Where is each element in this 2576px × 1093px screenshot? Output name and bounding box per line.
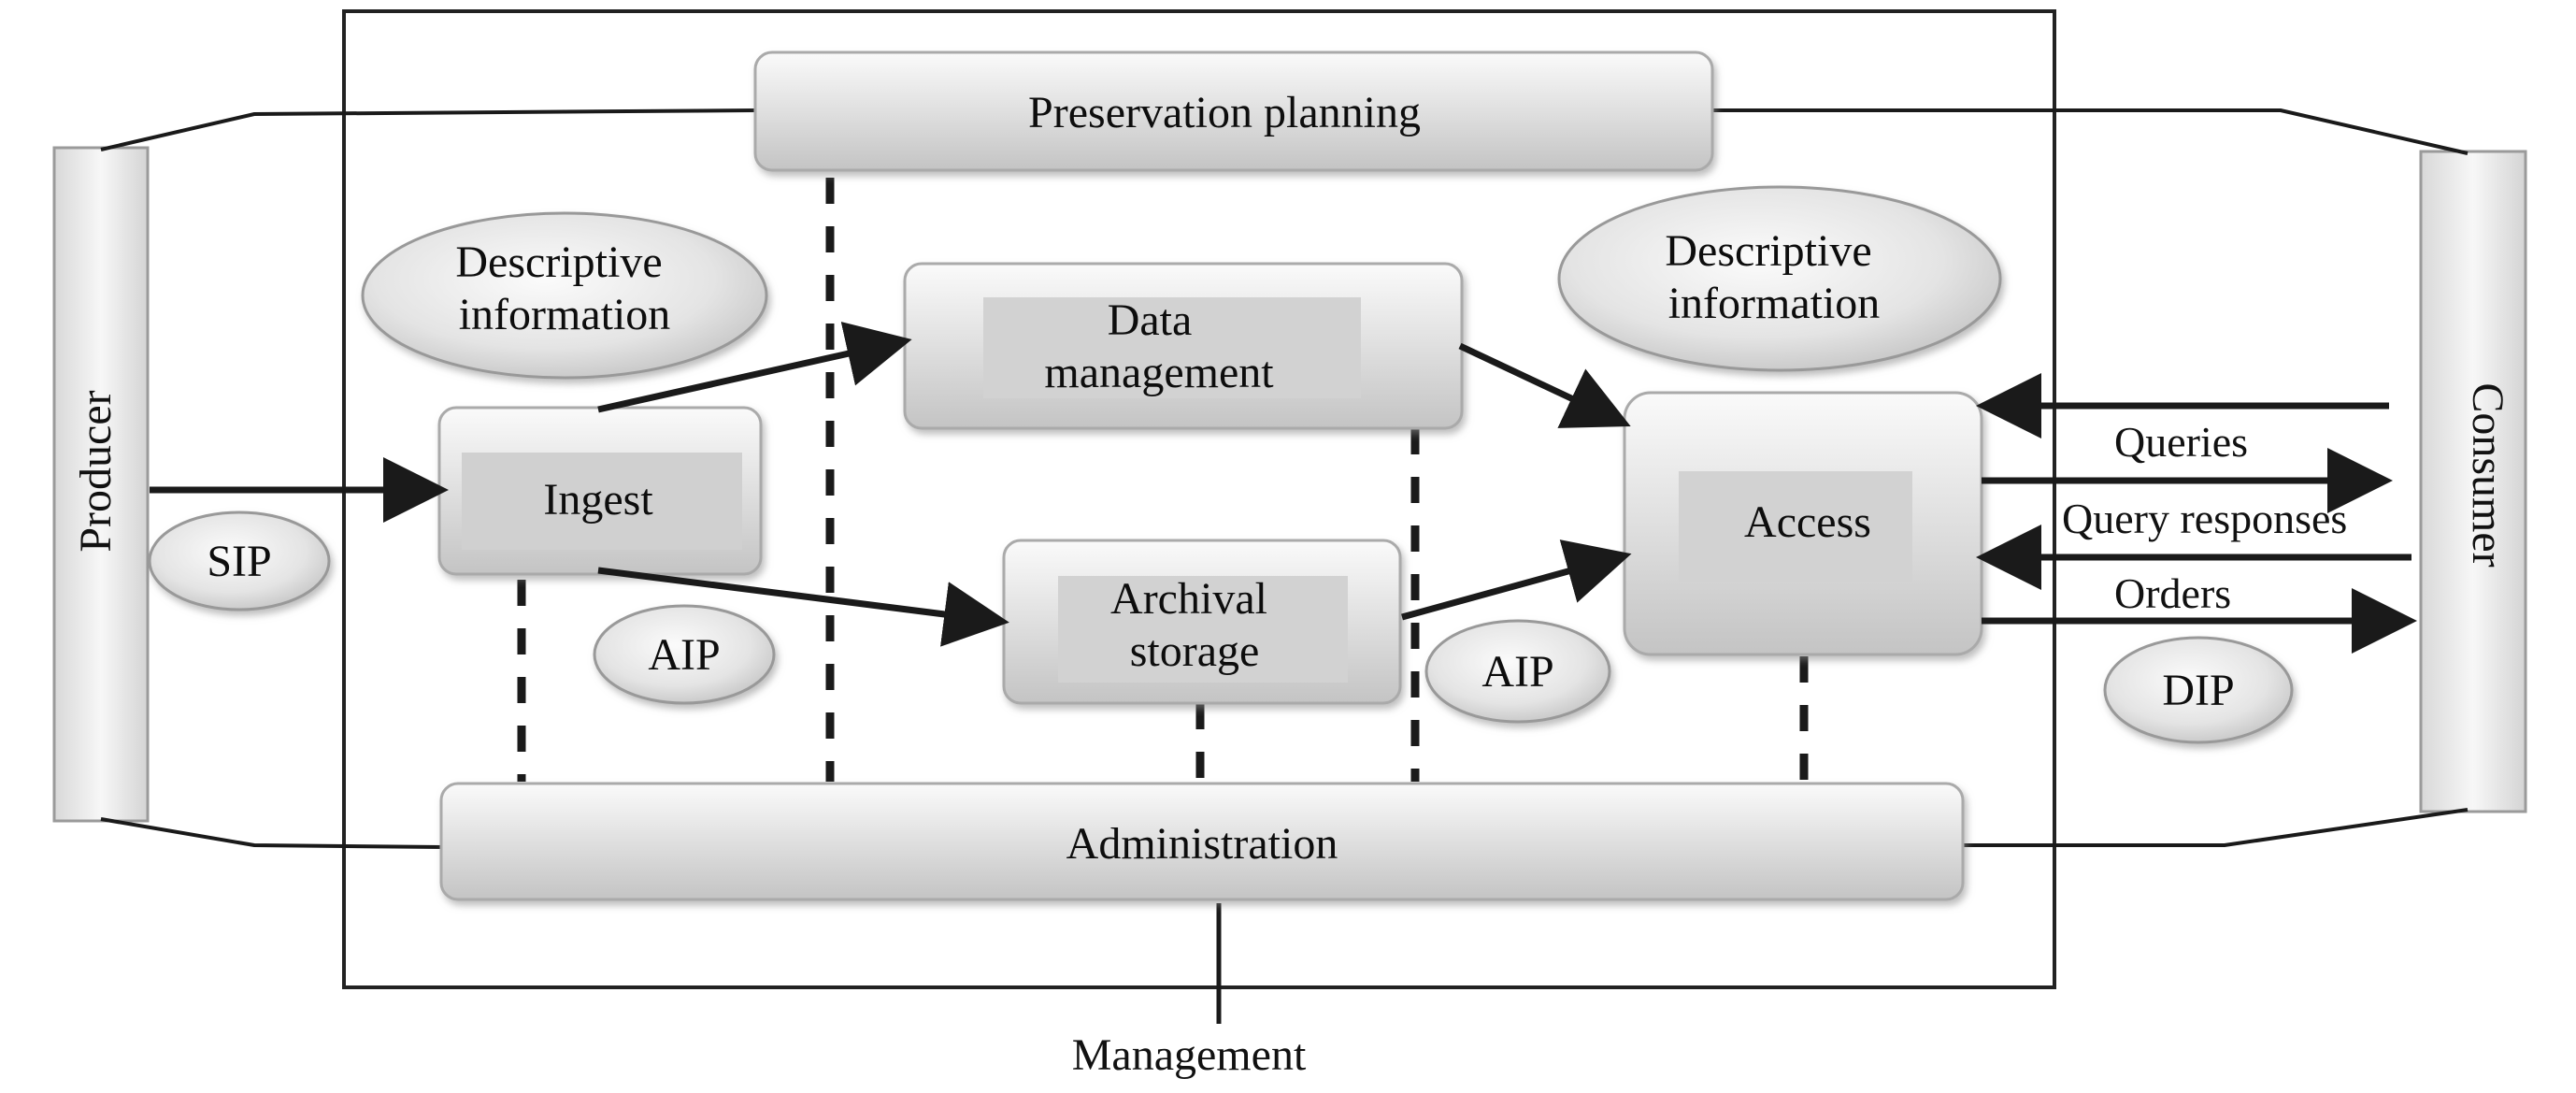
archival-storage-line1: Archival xyxy=(1110,574,1267,624)
dashed-admin-links xyxy=(517,178,1809,782)
producer-label: Producer xyxy=(71,390,121,552)
access-label: Access xyxy=(1744,497,1871,547)
data-management-to-access-arrow xyxy=(1458,342,1631,428)
archival-storage-box: Archival storage xyxy=(1002,539,1402,705)
management-label: Management xyxy=(1072,1030,1307,1080)
descriptive-info-right: Descriptive information xyxy=(1557,185,2002,372)
archival-storage-line2: storage xyxy=(1130,626,1260,676)
dip-package: DIP xyxy=(2103,636,2294,744)
svg-text:Descriptive information: Descriptive information xyxy=(455,237,673,339)
consumer-label: Consumer xyxy=(2463,382,2512,567)
data-management-line2: management xyxy=(1044,348,1274,397)
descriptive-info-right-line1: Descriptive xyxy=(1665,226,1871,276)
ingest-label: Ingest xyxy=(543,475,653,525)
preservation-planning-box: Preservation planning xyxy=(753,50,1714,172)
producer-panel: Producer xyxy=(52,146,150,823)
consumer-panel: Consumer xyxy=(2419,150,2527,813)
preservation-planning-label: Preservation planning xyxy=(1028,88,1421,137)
ingest-to-data-management-arrow xyxy=(597,322,912,413)
sip-label: SIP xyxy=(207,537,271,586)
sip-package: SIP xyxy=(148,511,331,611)
aip-package-left: AIP xyxy=(593,604,776,705)
administration-box: Administration xyxy=(439,782,1965,901)
data-management-line1: Data xyxy=(1108,295,1193,345)
data-management-box: Data management xyxy=(903,262,1464,430)
aip-package-right: AIP xyxy=(1424,619,1611,724)
descriptive-info-left: Descriptive information xyxy=(361,211,768,380)
dip-label: DIP xyxy=(2162,666,2234,715)
svg-text:Descriptive information: Descriptive information xyxy=(1665,226,1882,328)
query-responses-label: Query responses xyxy=(2062,495,2347,542)
descriptive-info-left-line1: Descriptive xyxy=(455,237,662,287)
aip-right-label: AIP xyxy=(1481,647,1553,697)
ingest-box: Ingest xyxy=(437,406,763,576)
svg-text:Data management: Data management xyxy=(1044,295,1274,397)
access-box: Access xyxy=(1623,391,1983,656)
svg-text:Archival storage: Archival storage xyxy=(1110,574,1279,676)
administration-label: Administration xyxy=(1066,819,1338,869)
archive-frame xyxy=(342,9,2056,989)
descriptive-info-left-line2: information xyxy=(459,290,671,339)
archival-storage-to-access-arrow xyxy=(1401,539,1632,621)
aip-left-label: AIP xyxy=(648,630,720,680)
queries-label: Queries xyxy=(2114,418,2248,466)
flow-arrows xyxy=(150,322,2417,654)
boundary-connectors xyxy=(100,108,2469,849)
orders-label: Orders xyxy=(2114,569,2231,617)
descriptive-info-right-line2: information xyxy=(1668,279,1881,328)
ingest-to-archival-storage-arrow xyxy=(597,567,1009,647)
